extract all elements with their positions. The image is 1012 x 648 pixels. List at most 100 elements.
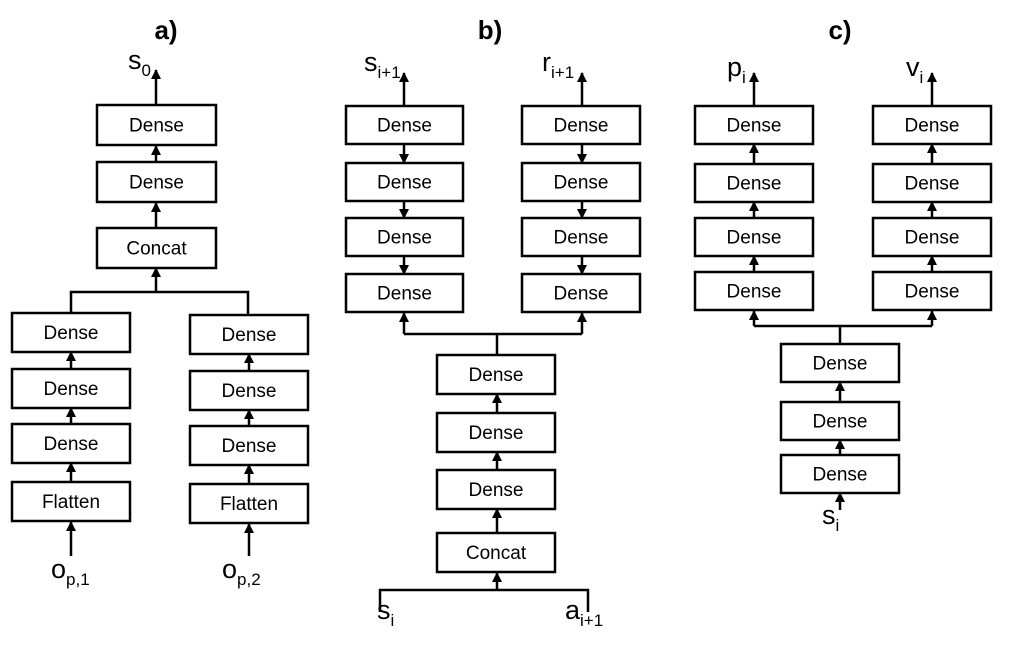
panel-c-left-layer-2-rect — [693, 216, 815, 258]
panel-a-left-layer-2-label: Dense — [44, 434, 99, 455]
panel-c-right-layer-0-label: Dense — [905, 116, 960, 137]
panel-b-right-layer-1-rect — [520, 161, 642, 203]
panel-b-right-layer-2-rect — [520, 216, 642, 258]
panel-a-right-layer-2-rect — [188, 424, 310, 467]
panel-c-trunk-layer-2-label: Dense — [813, 465, 868, 486]
panel-a-input-right-label-subscript: p,2 — [237, 570, 261, 589]
panel-b-input-right-label: ai+1 — [565, 595, 603, 630]
panel-b-right-layer-3: Dense — [520, 272, 642, 314]
panel-a-top-layer-0-rect — [95, 103, 218, 147]
panel-c-left-layer-3-rect — [693, 270, 815, 312]
panel-a-right-layer-1-rect — [188, 369, 310, 412]
panel-c-label: c) — [828, 15, 851, 45]
panel-c-input-label-subscript: i — [836, 516, 840, 535]
panel-b-left-layer-3-label: Dense — [377, 284, 432, 305]
panel-b-output-right-label: ri+1 — [542, 47, 574, 82]
panel-c-right-layer-2-label: Dense — [905, 228, 960, 249]
panel-c-right-layer-3-rect — [871, 270, 993, 312]
panel-c-right-layer-1: Dense — [871, 162, 993, 204]
panel-a-right-layer-2-label: Dense — [222, 436, 277, 457]
panel-c-right-layer-1-label: Dense — [905, 174, 960, 195]
panel-b-trunk-layer-0: Dense — [435, 353, 557, 396]
panel-b-right-layer-2: Dense — [520, 216, 642, 258]
layer-boxes: DenseDenseConcatDenseDenseDenseFlattenDe… — [10, 103, 993, 574]
panel-a-output-label-subscript: 0 — [142, 61, 151, 80]
panel-b-trunk-layer-0-label: Dense — [469, 365, 524, 386]
panel-b-trunk-layer-1: Dense — [435, 411, 557, 454]
panel-a-top-layer-0-label: Dense — [129, 116, 184, 137]
panel-b-right-layer-2-label: Dense — [554, 228, 609, 249]
panel-b-output-left-label-subscript: i+1 — [378, 63, 401, 82]
panel-a-top-layer-0: Dense — [95, 103, 218, 147]
panel-a-right-layer-0: Dense — [188, 313, 310, 356]
panel-b-trunk-layer-2-rect — [435, 468, 557, 511]
panel-b-left-layer-2-label: Dense — [377, 228, 432, 249]
panel-a-input-left-label-base: o — [51, 554, 66, 584]
panel-b-right-layer-3-label: Dense — [554, 284, 609, 305]
panel-b-label: b) — [478, 15, 503, 45]
panel-a-right-layer-0-label: Dense — [222, 325, 277, 346]
panel-c-right-layer-3: Dense — [871, 270, 993, 312]
panel-b-left-layer-2: Dense — [344, 216, 465, 258]
panel-a-right-layer-3-rect — [188, 482, 310, 525]
panel-b-trunk-layer-2-label: Dense — [469, 480, 524, 501]
panel-b-right-layer-0-rect — [520, 104, 642, 146]
panel-c-left-layer-1-label: Dense — [727, 174, 782, 195]
panel-a-left-layer-3-label: Flatten — [42, 492, 100, 513]
panel-c-trunk-layer-0: Dense — [779, 342, 901, 384]
panel-a-merge-line — [69, 290, 250, 315]
panel-c-left-layer-0-rect — [693, 104, 815, 146]
panel-b-left-layer-3: Dense — [344, 272, 465, 314]
panel-c-left-layer-2: Dense — [693, 216, 815, 258]
panel-b-right-layer-1-label: Dense — [554, 173, 609, 194]
panel-c-left-layer-1-rect — [693, 162, 815, 204]
panel-c-output-right-label-subscript: i — [920, 68, 924, 87]
panel-c-input-label: si — [822, 500, 839, 535]
panel-a-right-layer-3-label: Flatten — [220, 494, 278, 515]
panel-b-output-left-label-base: s — [364, 47, 378, 77]
panel-a-top-layer-1: Dense — [95, 160, 218, 204]
panel-b-trunk-layer-3-label: Concat — [466, 543, 527, 564]
panel-b-left-layer-0-label: Dense — [377, 116, 432, 137]
panel-b-left-layer-1-rect — [344, 161, 465, 203]
panel-c-output-left-label: pi — [727, 52, 746, 87]
panel-b-right-layer-0-label: Dense — [554, 116, 609, 137]
panel-c-left-layer-2-label: Dense — [727, 228, 782, 249]
panel-b-left-layer-2-rect — [344, 216, 465, 258]
panel-a-left-layer-1: Dense — [10, 367, 132, 410]
panel-b-left-layer-1: Dense — [344, 161, 465, 203]
panel-a-right-layer-3: Flatten — [188, 482, 310, 525]
panel-a-left-layer-2: Dense — [10, 422, 132, 465]
panel-a-top-layer-2: Concat — [95, 226, 218, 270]
panel-a-left-layer-2-rect — [10, 422, 132, 465]
panel-a-left-layer-3: Flatten — [10, 480, 132, 523]
panel-b-output-right-label-subscript: i+1 — [551, 63, 574, 82]
panel-a-input-left-label: op,1 — [51, 554, 90, 589]
panel-c-trunk-layer-2: Dense — [779, 453, 901, 495]
panel-c-trunk-layer-1-rect — [779, 400, 901, 442]
panel-c-trunk-layer-2-rect — [779, 453, 901, 495]
panel-a-left-layer-1-rect — [10, 367, 132, 410]
panel-c-input-label-base: s — [822, 500, 836, 530]
panel-b-trunk-layer-1-rect — [435, 411, 557, 454]
panel-c-left-layer-3: Dense — [693, 270, 815, 312]
panel-a-label: a) — [154, 15, 177, 45]
panel-b-trunk-layer-1-label: Dense — [469, 423, 524, 444]
panel-c-right-layer-0: Dense — [871, 104, 993, 146]
panel-c-left-layer-1: Dense — [693, 162, 815, 204]
panel-b-right-layer-1: Dense — [520, 161, 642, 203]
panel-c-output-right-label: vi — [906, 52, 923, 87]
panel-c-output-left-label-base: p — [727, 52, 742, 82]
panel-b-input-left-label-subscript: i — [391, 611, 395, 630]
panel-c-output-right-label-base: v — [906, 52, 920, 82]
panel-b-input-left-label-base: s — [377, 595, 391, 625]
panel-c-trunk-layer-0-label: Dense — [813, 354, 868, 375]
panel-a-output-label-base: s — [128, 45, 142, 75]
panel-c-right-layer-2-rect — [871, 216, 993, 258]
panel-a-input-left-label-subscript: p,1 — [66, 570, 90, 589]
panel-a-top-layer-1-label: Dense — [129, 173, 184, 194]
panel-a-left-layer-1-label: Dense — [44, 379, 99, 400]
panel-b-output-right-label-base: r — [542, 47, 551, 77]
